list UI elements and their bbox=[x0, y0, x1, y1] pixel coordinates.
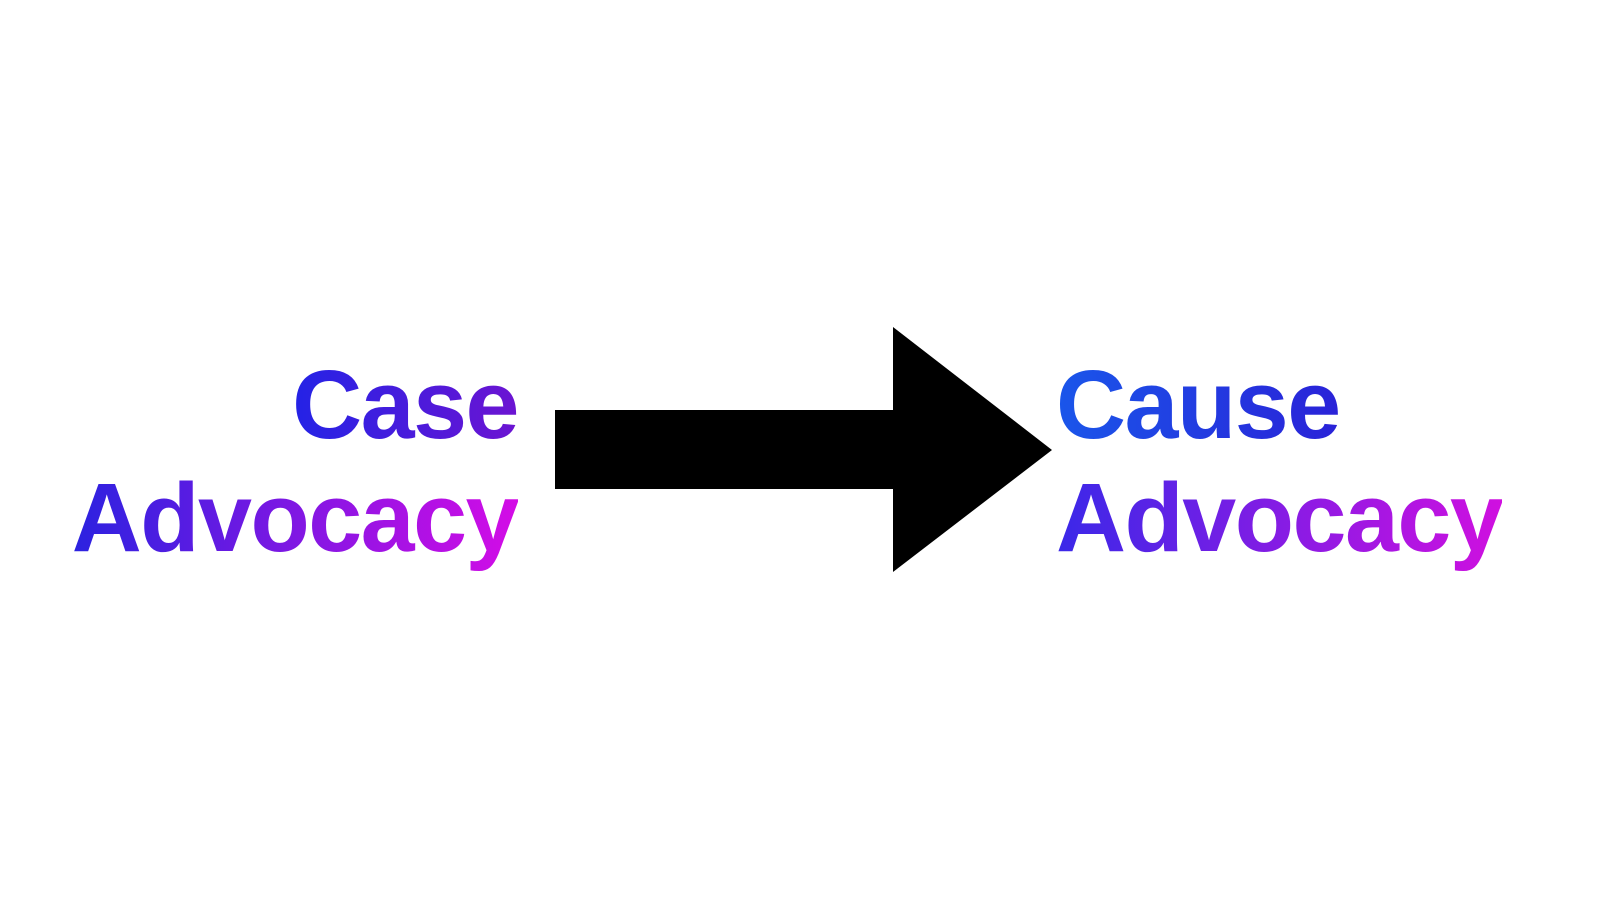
before-term-line-1: Case bbox=[0, 348, 519, 461]
after-term-line-1-text: Cause bbox=[1056, 350, 1341, 459]
before-term-line-1-text: Case bbox=[292, 350, 519, 459]
after-term-line-1: Cause bbox=[1056, 348, 1596, 461]
right-arrow-svg bbox=[555, 327, 1052, 572]
before-term-label: Case Advocacy bbox=[0, 348, 520, 574]
right-arrow-shape bbox=[555, 327, 1052, 572]
after-term-label: Cause Advocacy bbox=[1056, 348, 1596, 574]
before-term-line-2-text: Advocacy bbox=[71, 463, 520, 572]
after-term-line-2-text: Advocacy bbox=[1056, 463, 1504, 572]
after-term-line-2: Advocacy bbox=[1056, 461, 1596, 574]
before-term-line-2: Advocacy bbox=[0, 461, 520, 574]
right-arrow-icon bbox=[548, 318, 1062, 582]
